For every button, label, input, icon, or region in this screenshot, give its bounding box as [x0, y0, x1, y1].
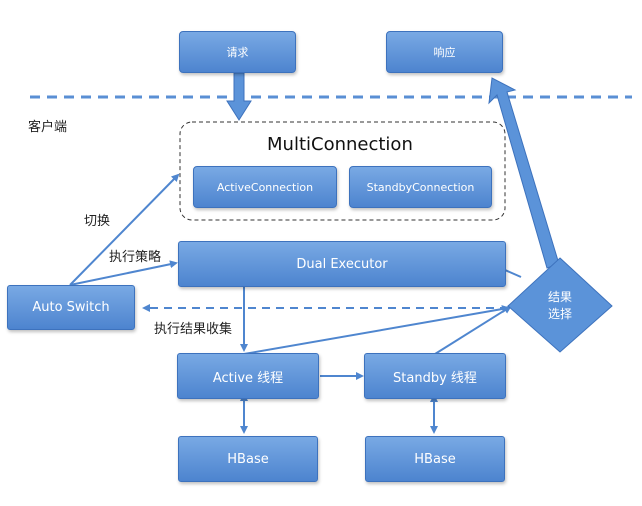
result-select-text: 结果 选择	[536, 289, 584, 323]
multiconnection-title: MultiConnection	[267, 134, 413, 155]
result-select-line2: 选择	[547, 307, 572, 321]
hbase-right-box: HBase	[365, 436, 505, 482]
standby-connection-label: StandbyConnection	[366, 180, 475, 194]
dual-executor-box: Dual Executor	[178, 241, 506, 287]
standby-thread-box: Standby 线程	[364, 353, 506, 399]
active-thread-label: Active 线程	[212, 370, 284, 386]
request-arrow	[226, 72, 252, 121]
hbase-right-label: HBase	[414, 451, 456, 467]
collect-label: 执行结果收集	[154, 322, 233, 337]
active-thread-box: Active 线程	[177, 353, 319, 399]
executor-to-result-line	[504, 269, 522, 278]
auto-switch-label: Auto Switch	[32, 300, 110, 315]
active-connection-box: ActiveConnection	[193, 166, 337, 208]
result-select-diamond	[507, 257, 613, 353]
switch-arrow	[69, 173, 180, 286]
request-box: 请求	[179, 31, 296, 73]
hbase-left-box: HBase	[178, 436, 318, 482]
response-arrow	[488, 77, 560, 269]
active-to-result-arrow	[243, 305, 510, 355]
strategy-arrow	[69, 260, 178, 286]
multiconnection-container	[179, 121, 506, 221]
active-connection-label: ActiveConnection	[216, 180, 314, 194]
strategy-label: 执行策略	[109, 250, 162, 265]
switch-label: 切换	[84, 214, 111, 229]
hbase-left-label: HBase	[227, 451, 269, 467]
result-select-line1: 结果	[547, 290, 572, 304]
auto-switch-box: Auto Switch	[7, 285, 135, 330]
dual-executor-label: Dual Executor	[296, 256, 388, 272]
standby-thread-label: Standby 线程	[393, 370, 477, 386]
client-label: 客户端	[28, 120, 68, 135]
response-box: 响应	[386, 31, 503, 73]
standby-to-result-arrow	[434, 305, 512, 355]
request-label: 请求	[226, 46, 249, 59]
response-label: 响应	[433, 46, 456, 59]
standby-connection-box: StandbyConnection	[349, 166, 492, 208]
